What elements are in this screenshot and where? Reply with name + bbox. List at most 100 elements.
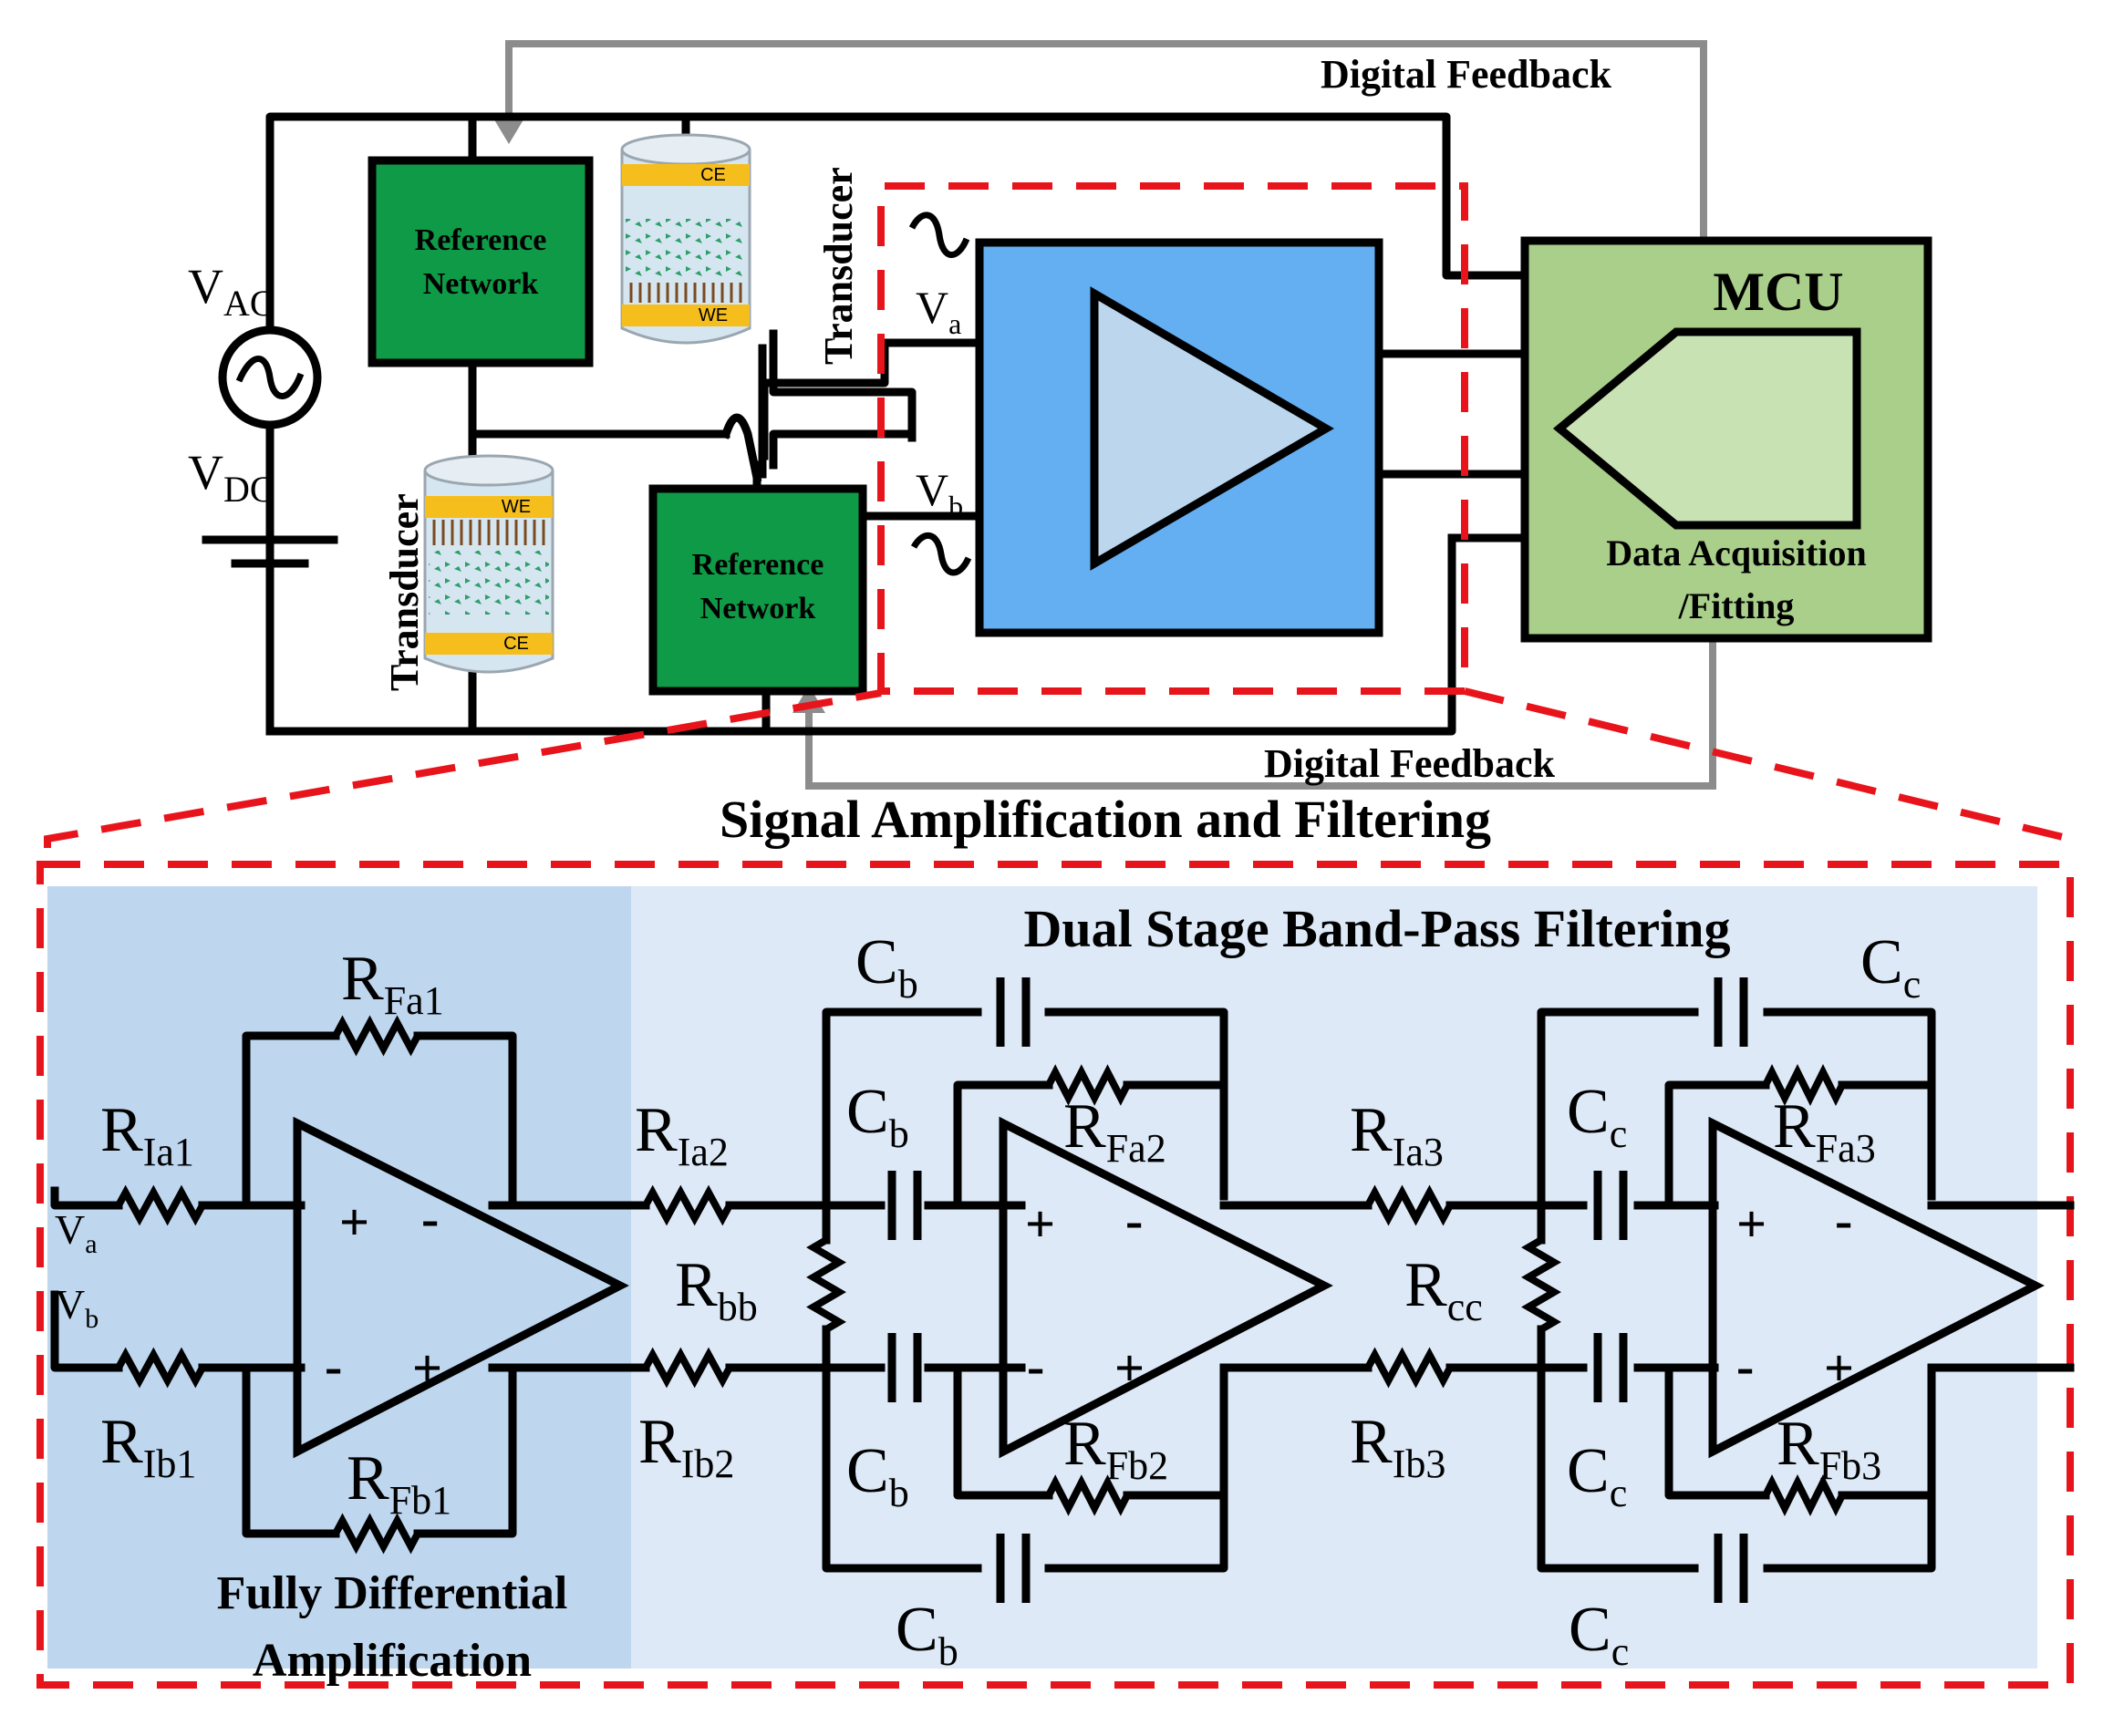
bottom-schematic: Dual Stage Band-Pass Filtering Fully Dif…: [36, 861, 2075, 1689]
we-electrode: [622, 305, 750, 326]
resistor-r-fb1: [332, 1513, 421, 1555]
capacitor-c-b-top: [996, 977, 1031, 1047]
triangle-amplifier-icon: [1090, 286, 1334, 571]
label-r-ib3-main: R: [1350, 1407, 1393, 1477]
op-amp-3-minus-in: -: [1736, 1337, 1754, 1396]
amp-caption-line2: Amplification: [253, 1635, 532, 1687]
label-r-ia1-sub: Ia1: [143, 1130, 194, 1174]
label-c-c-in-a-sub: c: [1610, 1111, 1628, 1156]
label-r-ib1: RIb1: [100, 1407, 196, 1486]
label-r-ia2: RIa2: [635, 1095, 729, 1174]
label-r-fb3-sub: Fb3: [1819, 1443, 1881, 1488]
transducer-1-ce: CE: [700, 165, 726, 185]
resistor-r-ia1: [115, 1184, 206, 1226]
label-r-fb2-sub: Fb2: [1106, 1443, 1168, 1488]
resistor-r-fb3: [1762, 1474, 1846, 1516]
op-amp-2-plus-in: +: [1025, 1194, 1055, 1254]
label-c-c-in-b: Cc: [1567, 1436, 1627, 1515]
passive-components: [115, 977, 1846, 1603]
label-r-fb3-main: R: [1777, 1409, 1819, 1479]
vb-signal: Vb: [910, 464, 972, 576]
label-c-b-in-a-sub: b: [889, 1111, 909, 1156]
particles: [626, 219, 746, 283]
label-r-fb2: RFb2: [1063, 1409, 1168, 1488]
label-r-bb-sub: bb: [718, 1285, 758, 1329]
label-r-ia2-main: R: [635, 1095, 678, 1165]
capacitor-c-c-top: [1714, 977, 1748, 1047]
battery-icon: [202, 535, 338, 568]
resistor-r-fa1: [332, 1015, 421, 1057]
mcu-title: MCU: [1713, 262, 1843, 322]
op-amp-3-plus-out: +: [1824, 1338, 1854, 1398]
label-c-c-top-sub: c: [1903, 962, 1922, 1007]
label-c-c-in-b-sub: c: [1610, 1471, 1628, 1515]
label-r-ib2-sub: Ib2: [681, 1442, 735, 1486]
label-r-bb-main: R: [675, 1250, 718, 1320]
v-dc-label: VDC: [188, 445, 275, 510]
label-c-c-bottom-sub: c: [1611, 1629, 1630, 1674]
stage-1-wiring: [198, 1031, 1008, 1538]
label-c-c-bottom: Cc: [1569, 1595, 1629, 1674]
digital-feedback-bottom-line: [793, 638, 1716, 790]
label-r-fa3-main: R: [1773, 1091, 1816, 1162]
filter-title: Dual Stage Band-Pass Filtering: [1024, 899, 1731, 958]
label-c-b-in-b-sub: b: [889, 1471, 909, 1515]
va-signal: Va: [908, 212, 970, 340]
label-r-fa2: RFa2: [1063, 1091, 1166, 1171]
label-r-fb1: RFb1: [347, 1443, 451, 1523]
reference-network-2-line1: Reference: [692, 548, 824, 582]
mcu-line2: /Fitting: [1678, 585, 1795, 626]
label-r-ia3-main: R: [1350, 1095, 1393, 1165]
label-c-c-in-b-main: C: [1567, 1436, 1610, 1506]
label-c-c-bottom-main: C: [1569, 1595, 1611, 1665]
reference-network-2: Reference Network: [648, 484, 867, 696]
op-amp-2-plus-out: +: [1114, 1338, 1145, 1398]
label-r-ia3-sub: Ia3: [1393, 1130, 1444, 1174]
op-amp-icon: [293, 1116, 629, 1459]
label-r-ib1-sub: Ib1: [143, 1442, 197, 1486]
op-amp-1-minus-out: -: [421, 1189, 439, 1248]
zoom-outline-right: [1464, 687, 2071, 842]
mcu-block: MCU Data Acquisition /Fitting: [1520, 236, 1932, 643]
label-c-b-top: Cb: [855, 927, 918, 1007]
label-c-b-top-sub: b: [898, 962, 918, 1007]
mcu-line1: Data Acquisition: [1606, 532, 1867, 574]
resistor-r-fa2: [1045, 1064, 1131, 1106]
stage-2-wiring: [822, 1008, 1546, 1573]
amp-caption-line1: Fully Differential: [217, 1567, 568, 1619]
reference-network-1: Reference Network: [368, 156, 594, 367]
v-ac-label: VAC: [188, 259, 275, 324]
op-amp-icon: [1708, 1116, 2045, 1459]
input-vb-label: Vb: [55, 1281, 98, 1334]
label-r-ia2-sub: Ia2: [678, 1130, 729, 1174]
transducer-2-ce: CE: [503, 634, 529, 654]
digital-feedback-top-label: Digital Feedback: [1321, 52, 1612, 97]
ac-source-icon: [218, 326, 322, 429]
op-amp-3-minus-out: -: [1835, 1191, 1852, 1250]
resistor-r-fa3: [1762, 1064, 1846, 1106]
label-c-b-in-b: Cb: [846, 1436, 909, 1515]
vb-label: Vb: [916, 464, 963, 522]
probe-brush: [432, 520, 545, 545]
resistor-r-ib1: [115, 1347, 206, 1389]
op-amp-2-minus-in: -: [1027, 1337, 1044, 1396]
ce-electrode: [425, 633, 553, 655]
top-system: Digital Feedback Digital Feedback: [188, 40, 1932, 790]
reference-network-2-line2: Network: [700, 592, 816, 625]
label-c-b-in-b-main: C: [846, 1436, 889, 1506]
label-r-ib2: RIb2: [638, 1407, 734, 1486]
resistor-r-ib2: [642, 1347, 733, 1389]
label-r-fa2-sub: Fa2: [1106, 1126, 1166, 1171]
transducer-1-label: Transducer: [816, 167, 861, 365]
resistor-r-ia3: [1364, 1184, 1454, 1226]
stage-3-wiring: [1537, 1008, 2075, 1573]
digital-feedback-top-line: [492, 40, 1707, 239]
amplifier-block: [975, 238, 1383, 637]
op-amp-icon: [999, 1116, 1333, 1459]
label-r-fa1: RFa1: [341, 944, 444, 1023]
label-c-b-in-a-main: C: [846, 1077, 889, 1147]
label-r-cc-sub: cc: [1447, 1285, 1483, 1329]
label-r-fb1-main: R: [347, 1443, 389, 1514]
